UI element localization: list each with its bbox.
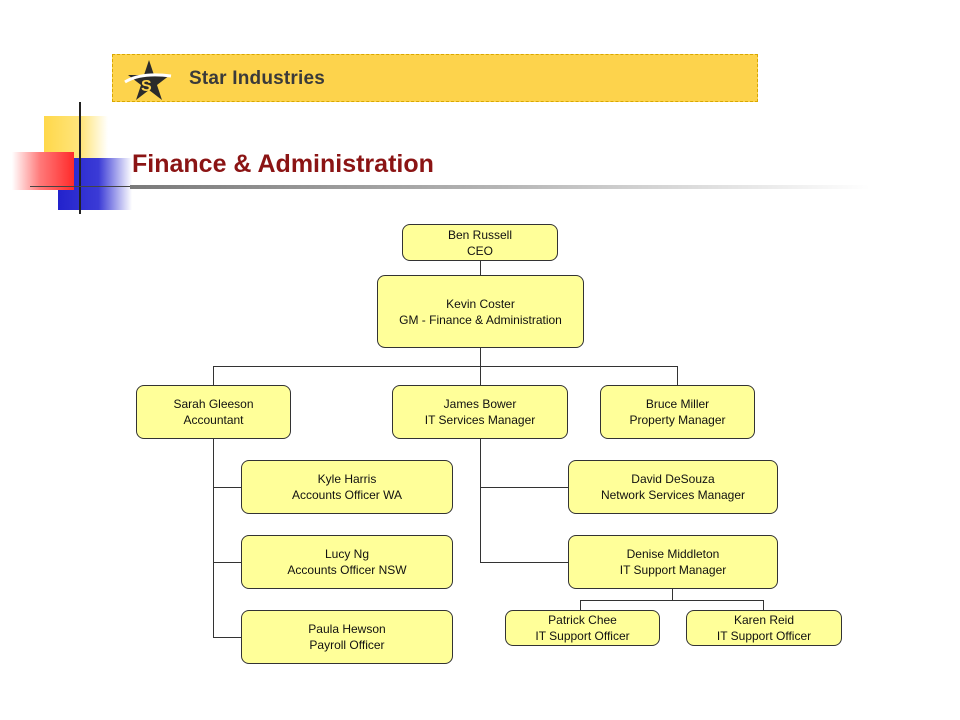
connector-to-network-manager [480,487,568,488]
person-role: IT Support Manager [619,563,727,577]
person-role: CEO [466,243,493,258]
connector-support-bus [580,600,764,601]
connector-it-spine [480,439,481,562]
person-name: Paula Hewson [308,622,386,636]
person-name: Patrick Chee [548,613,617,627]
brand-name: Star Industries [189,68,326,89]
org-box-it-manager: James Bower IT Services Manager [392,385,568,439]
org-box-payroll: Paula Hewson Payroll Officer [241,610,453,664]
connector-to-support-manager [480,562,568,563]
person-name: Ben Russell [447,227,513,242]
connector-to-accountant [213,366,214,385]
org-box-accountant: Sarah Gleeson Accountant [136,385,291,439]
person-role: Payroll Officer [309,638,385,652]
person-role: IT Services Manager [424,413,536,427]
person-name: James Bower [443,397,517,411]
connector-to-support-officer-2 [763,600,764,610]
person-name: Kevin Coster [446,296,515,311]
person-name: Bruce Miller [645,397,710,411]
person-name: Sarah Gleeson [173,397,254,411]
person-name: Kyle Harris [317,472,377,486]
connector-ceo-gm [480,261,481,275]
person-name: David DeSouza [631,472,715,486]
person-name: Denise Middleton [626,547,720,561]
page-title: Finance & Administration [132,150,434,178]
connector-to-accounts-nsw [213,562,241,563]
org-box-support-manager: Denise Middleton IT Support Manager [568,535,778,589]
org-box-property-manager: Bruce Miller Property Manager [600,385,755,439]
connector-level2-bus [213,366,678,367]
decorative-horizontal-line [30,186,130,187]
connector-to-accounts-wa [213,487,241,488]
org-box-network-manager: David DeSouza Network Services Manager [568,460,778,514]
decorative-red-block [12,152,74,190]
org-box-ceo: Ben Russell CEO [402,224,558,261]
person-name: Karen Reid [733,613,795,627]
person-role: Accounts Officer NSW [287,563,407,577]
person-name: Lucy Ng [324,547,370,561]
person-role: GM - Finance & Administration [399,312,562,327]
person-role: IT Support Officer [535,629,630,643]
org-box-accounts-nsw: Lucy Ng Accounts Officer NSW [241,535,453,589]
org-box-support-officer-2: Karen Reid IT Support Officer [686,610,842,646]
org-box-gm: Kevin Coster GM - Finance & Administrati… [377,275,584,348]
star-logo-icon: S [124,60,172,100]
person-role: IT Support Officer [716,629,812,643]
connector-accountant-spine [213,439,214,637]
person-role: Property Manager [629,413,726,427]
decorative-vertical-line [79,102,81,214]
connector-to-property-manager [677,366,678,385]
person-role: Accounts Officer WA [291,488,403,502]
person-role: Network Services Manager [600,488,746,502]
title-underline [130,185,870,189]
person-role: Accountant [183,413,244,427]
org-box-support-officer-1: Patrick Chee IT Support Officer [505,610,660,646]
connector-gm-down [480,348,481,366]
brand-banner: S Star Industries [112,54,758,102]
svg-text:S: S [141,78,152,95]
connector-to-it-manager [480,366,481,385]
connector-to-support-officer-1 [580,600,581,610]
org-box-accounts-wa: Kyle Harris Accounts Officer WA [241,460,453,514]
connector-support-down [672,589,673,600]
connector-to-payroll [213,637,241,638]
